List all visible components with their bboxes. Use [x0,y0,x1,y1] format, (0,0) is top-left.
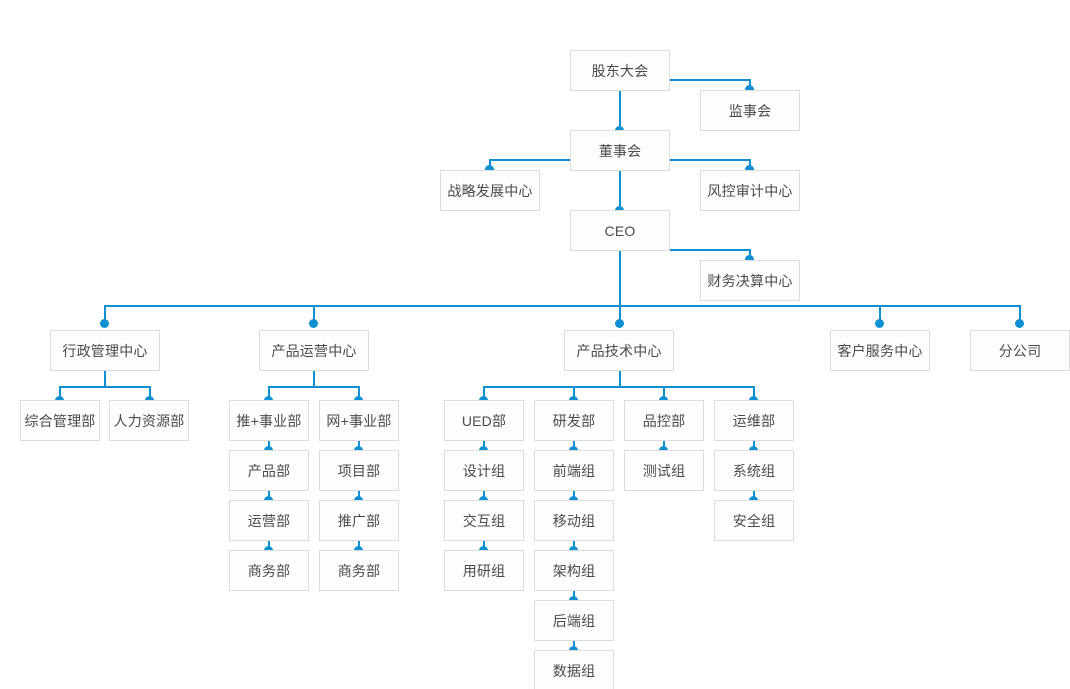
node-design-group[interactable]: 设计组 [444,450,524,491]
node-project-dept[interactable]: 项目部 [319,450,399,491]
edge-bus-to-admin-center [104,305,106,323]
edge-product-ops-to-wang [358,386,360,398]
connector-dot-product-ops-center [309,319,318,328]
edge-bus-to-branch-company [1019,305,1021,323]
edge-tech-to-rd [573,386,575,398]
edge-admin-to-general-admin [59,386,61,398]
edge-admin-center-stem [104,371,106,387]
node-strategy-center[interactable]: 战略发展中心 [440,170,540,211]
node-frontend-group[interactable]: 前端组 [534,450,614,491]
node-tui-business-unit[interactable]: 推+事业部 [229,400,309,441]
node-risk-audit-center[interactable]: 风控审计中心 [700,170,800,211]
node-data-group[interactable]: 数据组 [534,650,614,689]
edge-board-to-risk-audit [670,159,750,161]
edge-shareholders-to-supervisors [670,79,750,81]
node-business-dept-right[interactable]: 商务部 [319,550,399,591]
node-ops-dept[interactable]: 运维部 [714,400,794,441]
node-ceo[interactable]: CEO [570,210,670,251]
node-business-dept-left[interactable]: 商务部 [229,550,309,591]
node-general-admin-dept[interactable]: 综合管理部 [20,400,100,441]
edge-board-to-ceo [619,171,621,216]
connector-dot-finance [745,255,754,264]
edge-ceo-to-bus [619,251,621,306]
edge-product-ops-bus [269,386,359,388]
node-admin-center[interactable]: 行政管理中心 [50,330,160,371]
connector-dot-branch-company [1015,319,1024,328]
edge-product-tech-bus [484,386,755,388]
edge-product-ops-stem [313,371,315,387]
edge-admin-center-bus [60,386,150,388]
node-system-group[interactable]: 系统组 [714,450,794,491]
node-finance-center[interactable]: 财务决算中心 [700,260,800,301]
node-interaction-group[interactable]: 交互组 [444,500,524,541]
edge-product-ops-to-tui [268,386,270,398]
node-hr-dept[interactable]: 人力资源部 [109,400,189,441]
node-ued-dept[interactable]: UED部 [444,400,524,441]
node-qa-dept[interactable]: 品控部 [624,400,704,441]
node-branch-company[interactable]: 分公司 [970,330,1070,371]
node-user-research-group[interactable]: 用研组 [444,550,524,591]
node-wang-business-unit[interactable]: 网+事业部 [319,400,399,441]
node-architecture-group[interactable]: 架构组 [534,550,614,591]
node-supervisors[interactable]: 监事会 [700,90,800,131]
edge-tech-to-qa [663,386,665,398]
edge-product-tech-stem [619,371,621,387]
node-product-tech-center[interactable]: 产品技术中心 [564,330,674,371]
edge-main-bus [105,305,1021,307]
edge-bus-to-product-tech-center [619,305,621,323]
node-operations-dept[interactable]: 运营部 [229,500,309,541]
connector-dot-admin-center [100,319,109,328]
edge-bus-to-product-ops-center [313,305,315,323]
node-test-group[interactable]: 测试组 [624,450,704,491]
edge-bus-to-customer-service-center [879,305,881,323]
node-rd-dept[interactable]: 研发部 [534,400,614,441]
node-backend-group[interactable]: 后端组 [534,600,614,641]
edge-admin-to-hr [149,386,151,398]
node-board[interactable]: 董事会 [570,130,670,171]
connector-dot-strategy [485,165,494,174]
connector-dot-customer-service-center [875,319,884,328]
edge-shareholders-to-board [619,91,621,136]
edge-tech-to-ops [753,386,755,398]
node-customer-service-center[interactable]: 客户服务中心 [830,330,930,371]
node-product-dept[interactable]: 产品部 [229,450,309,491]
edge-board-to-strategy [490,159,570,161]
node-shareholders[interactable]: 股东大会 [570,50,670,91]
node-promotion-dept[interactable]: 推广部 [319,500,399,541]
connector-dot-supervisors [745,85,754,94]
connector-dot-risk-audit [745,165,754,174]
edge-ceo-to-finance [670,249,750,251]
connector-dot-product-tech-center [615,319,624,328]
edge-tech-to-ued [483,386,485,398]
node-security-group[interactable]: 安全组 [714,500,794,541]
node-product-ops-center[interactable]: 产品运营中心 [259,330,369,371]
node-mobile-group[interactable]: 移动组 [534,500,614,541]
